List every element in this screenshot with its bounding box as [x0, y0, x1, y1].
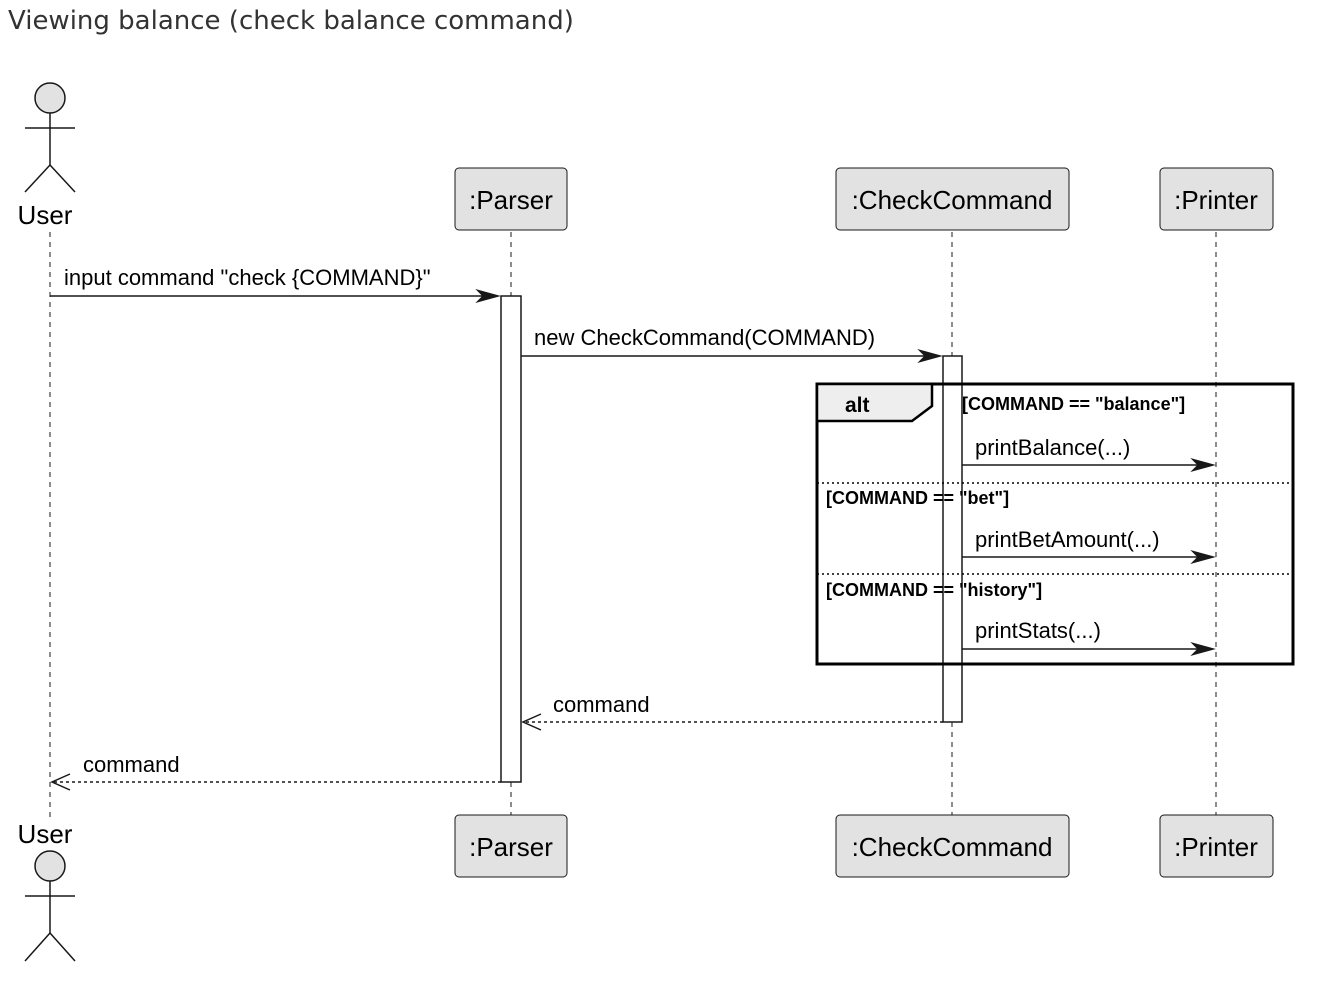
participant-parser-top: :Parser	[454, 167, 568, 231]
participant-printer-top: :Printer	[1159, 167, 1274, 231]
participant-label-parser-bottom: :Parser	[469, 832, 553, 862]
actor-label-user-bottom: User	[18, 819, 73, 849]
message-label: new CheckCommand(COMMAND)	[534, 325, 875, 350]
actor-leg-left	[24, 932, 51, 962]
actor-leg-right	[49, 164, 76, 193]
participant-checkcommand-top: :CheckCommand	[835, 167, 1070, 231]
participant-box	[454, 167, 568, 231]
alt-fragment: alt [COMMAND == "balance"] [COMMAND == "…	[815, 382, 1295, 666]
message-label: printBetAmount(...)	[975, 527, 1160, 552]
message-label: input command "check {COMMAND}"	[64, 265, 431, 290]
message-label: command	[83, 752, 180, 777]
participant-label-parser-top: :Parser	[469, 185, 553, 215]
message-print-balance: printBalance(...)	[962, 435, 1216, 472]
message-input-command: input command "check {COMMAND}"	[50, 265, 501, 303]
message-print-stats: printStats(...)	[962, 618, 1216, 656]
alt-operator: alt	[845, 394, 870, 417]
arrow-head	[1190, 458, 1216, 472]
participant-label-checkcommand-top: :CheckCommand	[852, 185, 1053, 215]
message-return-to-user: command	[50, 752, 501, 791]
message-label: printStats(...)	[975, 618, 1101, 643]
actor-head	[34, 82, 66, 114]
participant-box	[1159, 167, 1274, 231]
actor-leg-left	[24, 164, 51, 193]
actor-head	[34, 850, 66, 882]
participant-printer-bottom: :Printer	[1159, 814, 1274, 878]
activation-parser	[500, 295, 522, 783]
participant-box	[454, 814, 568, 878]
participant-checkcommand-bottom: :CheckCommand	[835, 814, 1070, 878]
alt-tab	[815, 382, 934, 423]
participant-box	[835, 814, 1070, 878]
participant-parser-bottom: :Parser	[454, 814, 568, 878]
activation-checkcommand	[942, 355, 963, 723]
diagram-title: Viewing balance (check balance command)	[8, 6, 574, 36]
actor-leg-right	[49, 932, 76, 962]
message-return-to-parser: command	[521, 692, 943, 731]
arrow-head	[1190, 642, 1216, 656]
arrow-head	[50, 773, 71, 791]
message-label: printBalance(...)	[975, 435, 1130, 460]
participant-label-printer-top: :Printer	[1174, 185, 1258, 215]
arrow-head	[917, 349, 943, 363]
guard-history: [COMMAND == "history"]	[826, 580, 1042, 600]
arrow-head	[1190, 550, 1216, 564]
participant-box	[1159, 814, 1274, 878]
guard-bet: [COMMAND == "bet"]	[826, 488, 1009, 508]
participant-box	[835, 167, 1070, 231]
participant-label-printer-bottom: :Printer	[1174, 832, 1258, 862]
participant-label-checkcommand-bottom: :CheckCommand	[852, 832, 1053, 862]
arrow-head	[521, 713, 542, 731]
message-label: command	[553, 692, 650, 717]
actor-label-user-top: User	[18, 200, 73, 230]
arrow-head	[475, 289, 501, 303]
alt-frame	[815, 382, 1295, 666]
message-new-checkcommand: new CheckCommand(COMMAND)	[521, 325, 943, 363]
message-print-bet-amount: printBetAmount(...)	[962, 527, 1216, 564]
guard-balance: [COMMAND == "balance"]	[962, 394, 1185, 414]
actor-user-top: User	[18, 82, 76, 230]
actor-user-bottom: User	[18, 819, 76, 962]
